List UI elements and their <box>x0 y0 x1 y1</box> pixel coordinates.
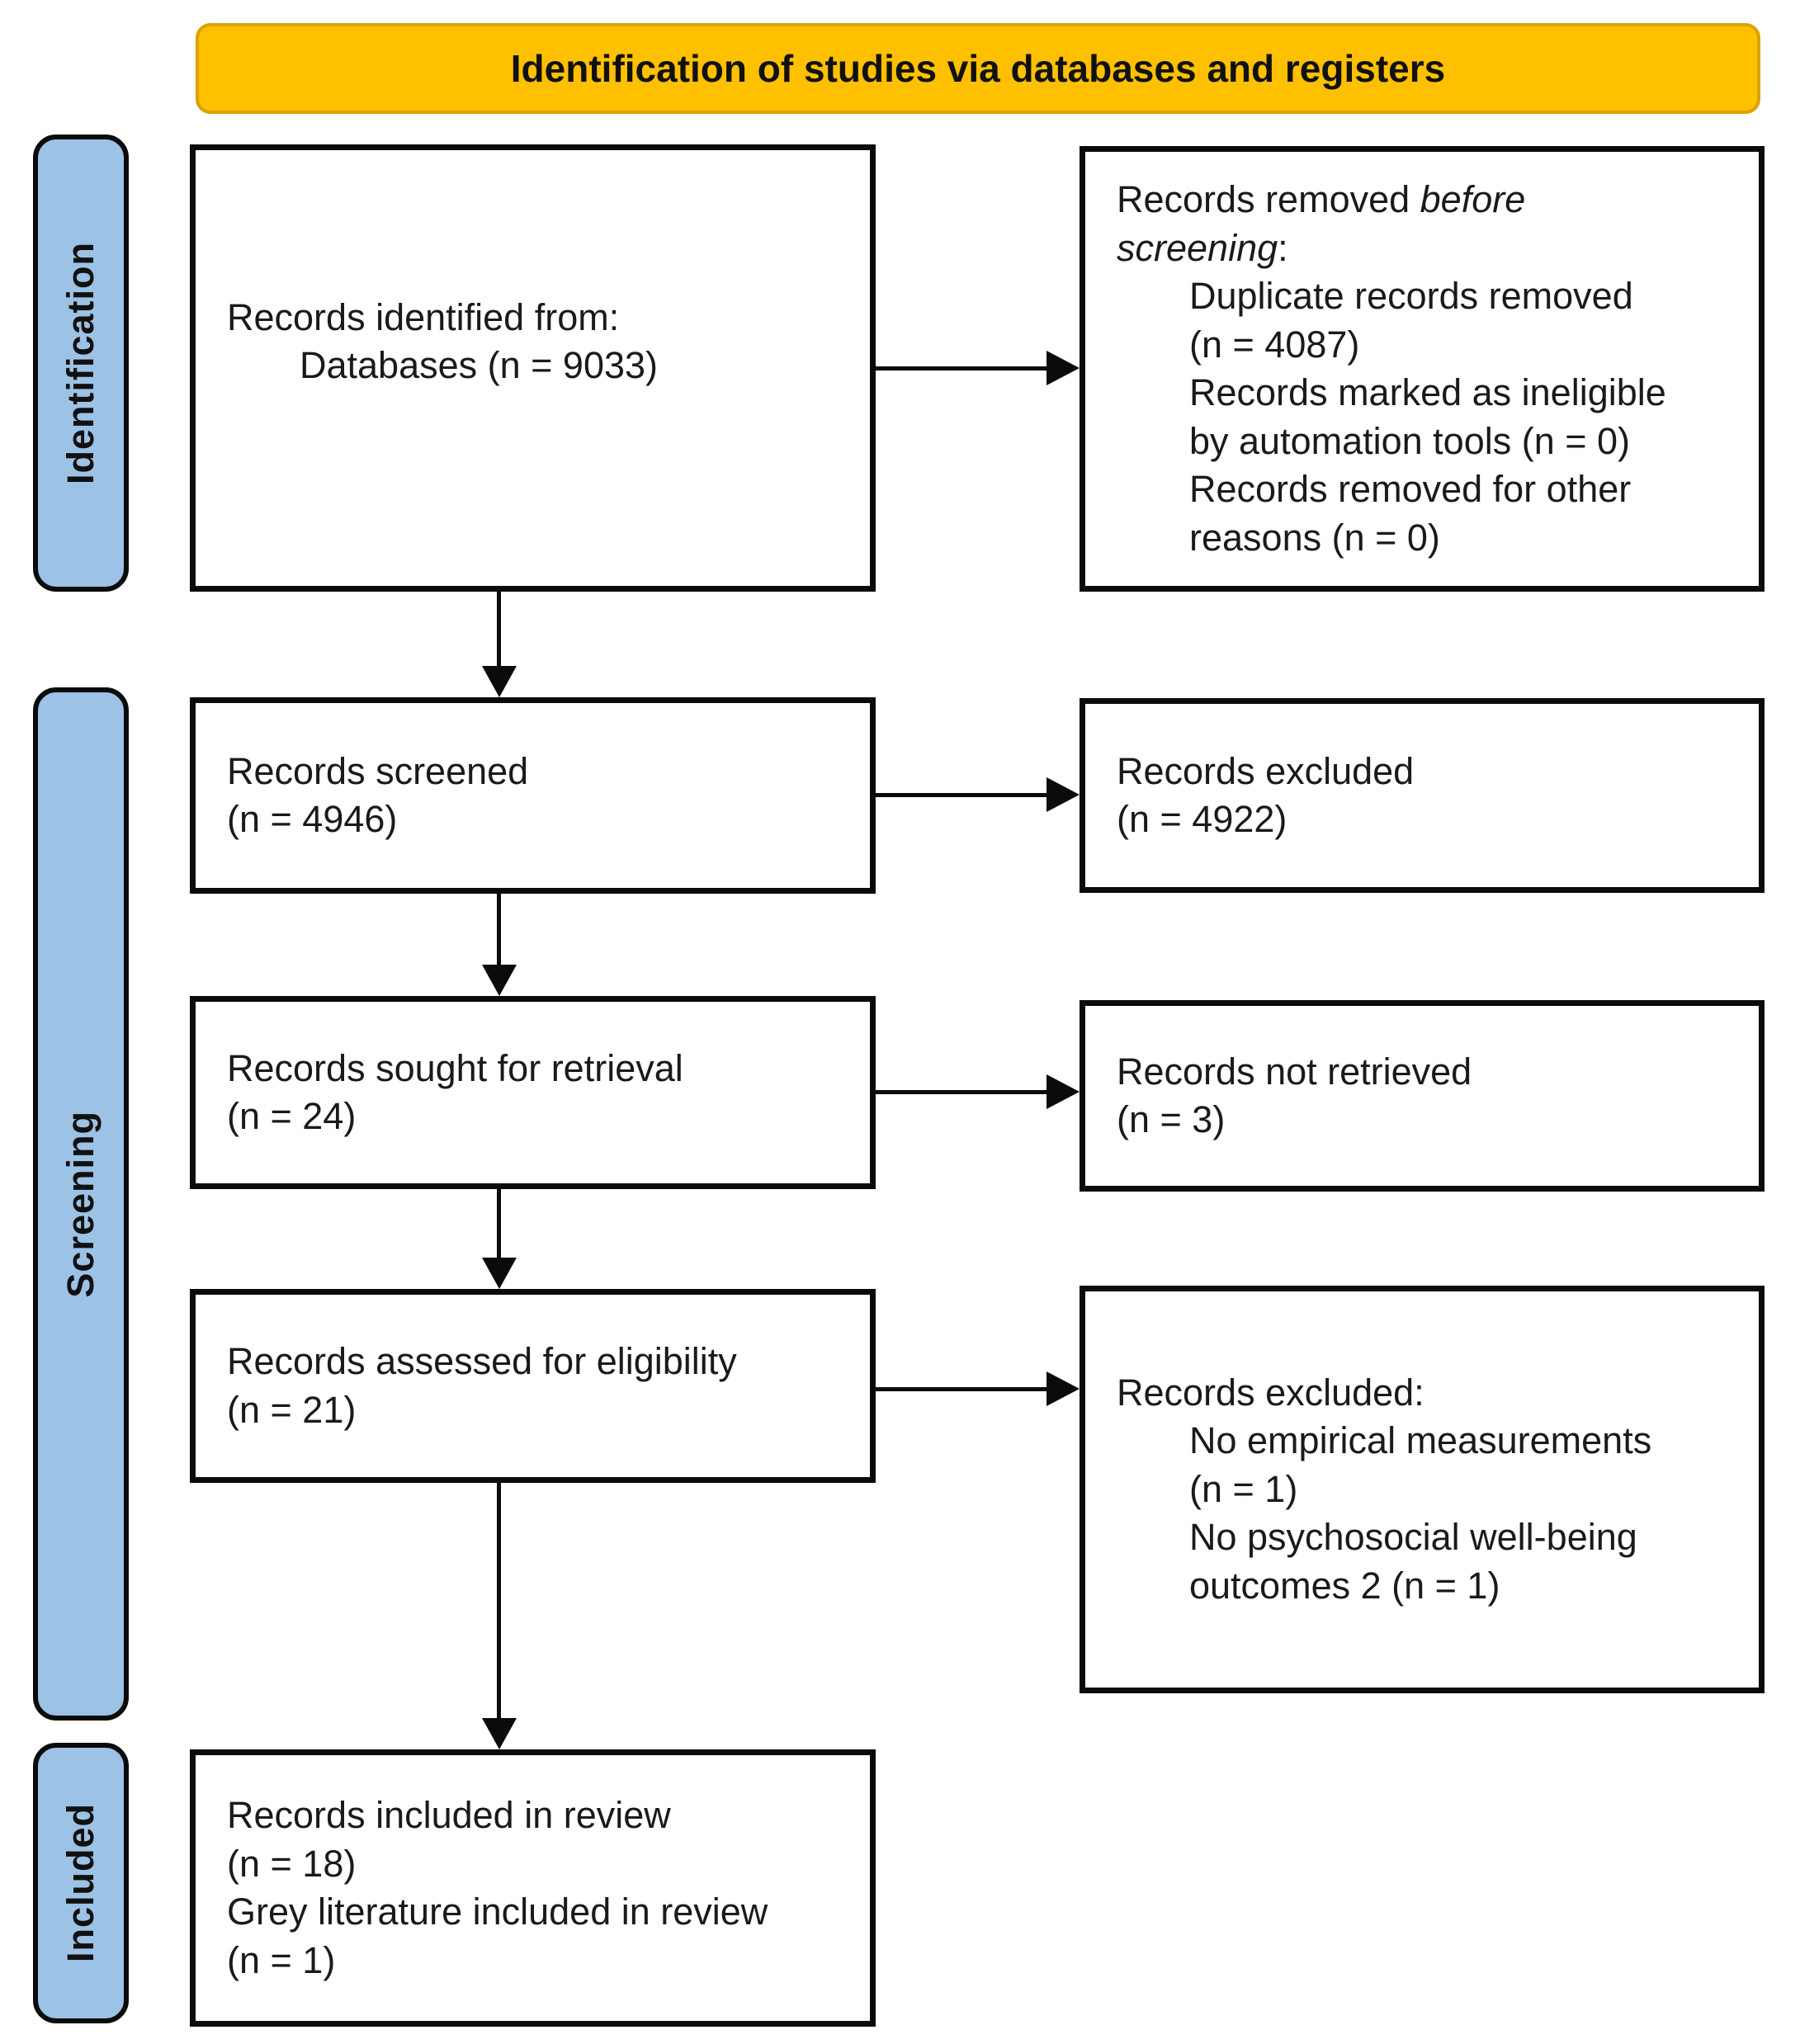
stage-label-screening-text: Screening <box>59 1110 102 1298</box>
arrow-assessed-to-excluded-head <box>1046 1371 1080 1406</box>
arrow-assessed-to-excluded-line <box>876 1387 1049 1391</box>
box-records-assessed: Records assessed for eligibility (n = 21… <box>190 1289 876 1483</box>
records-not-retrieved-text: Records not retrieved (n = 3) <box>1117 1050 1472 1141</box>
records-excluded-item-psychosocial: No psychosocial well-being outcomes 2 (n… <box>1189 1516 1637 1607</box>
records-sought-text: Records sought for retrieval (n = 24) <box>227 1046 683 1138</box>
arrow-sought-to-assessed-line <box>497 1189 501 1259</box>
records-removed-lead: Records removed before screening: <box>1117 176 1747 272</box>
stage-label-included: Included <box>33 1743 129 2023</box>
box-records-excluded-eligibility: Records excluded: No empirical measureme… <box>1080 1286 1765 1693</box>
box-records-removed-before-screening: Records removed before screening: Duplic… <box>1080 146 1765 592</box>
stage-label-identification-text: Identification <box>59 242 102 484</box>
box-records-included: Records included in review (n = 18) Grey… <box>190 1749 876 2027</box>
records-excluded-text: Records excluded (n = 4922) <box>1117 749 1415 841</box>
arrow-sought-to-notretrieved-line <box>876 1090 1049 1094</box>
records-assessed-text: Records assessed for eligibility (n = 21… <box>227 1340 737 1431</box>
diagram-title-banner: Identification of studies via databases … <box>196 23 1760 114</box>
records-identified-lead: Records identified from: <box>227 295 620 338</box>
arrow-assessed-to-included-head <box>482 1718 517 1749</box>
records-removed-lead-normal: Records removed <box>1117 178 1420 220</box>
stage-label-included-text: Included <box>59 1803 102 1963</box>
arrow-assessed-to-included-line <box>497 1483 501 1720</box>
arrow-sought-to-notretrieved-head <box>1046 1074 1080 1109</box>
arrow-identified-to-removed-head <box>1046 351 1080 385</box>
stage-label-screening: Screening <box>33 687 129 1721</box>
box-records-sought: Records sought for retrieval (n = 24) <box>190 996 876 1189</box>
box-records-excluded: Records excluded (n = 4922) <box>1080 698 1765 893</box>
box-records-not-retrieved: Records not retrieved (n = 3) <box>1080 1000 1765 1192</box>
diagram-title: Identification of studies via databases … <box>510 47 1446 90</box>
records-screened-text: Records screened (n = 4946) <box>227 749 529 841</box>
records-removed-item-automation: Records marked as ineligible by automati… <box>1189 371 1666 462</box>
arrow-screened-to-excluded-head <box>1046 777 1080 812</box>
arrow-identified-to-removed-line <box>876 366 1049 371</box>
records-removed-lead-italic: before screening <box>1117 178 1526 269</box>
arrow-identified-to-screened-line <box>497 592 501 669</box>
records-excluded-item-empirical: No empirical measurements (n = 1) <box>1189 1419 1652 1510</box>
records-included-text: Records included in review (n = 18) Grey… <box>227 1794 768 1981</box>
arrow-identified-to-screened-head <box>482 666 517 697</box>
records-identified-item-databases: Databases (n = 9033) <box>300 344 659 386</box>
arrow-screened-to-sought-head <box>482 965 517 996</box>
arrow-sought-to-assessed-head <box>482 1258 517 1289</box>
box-records-screened: Records screened (n = 4946) <box>190 697 876 894</box>
records-excluded-eligibility-lead: Records excluded: <box>1117 1371 1424 1414</box>
arrow-screened-to-excluded-line <box>876 793 1049 797</box>
records-removed-lead-colon: : <box>1278 226 1288 269</box>
stage-label-identification: Identification <box>33 135 129 592</box>
box-records-identified: Records identified from: Databases (n = … <box>190 144 876 592</box>
records-removed-item-other: Records removed for other reasons (n = 0… <box>1189 468 1632 559</box>
arrow-screened-to-sought-line <box>497 894 501 968</box>
records-removed-item-duplicates: Duplicate records removed (n = 4087) <box>1189 275 1633 366</box>
